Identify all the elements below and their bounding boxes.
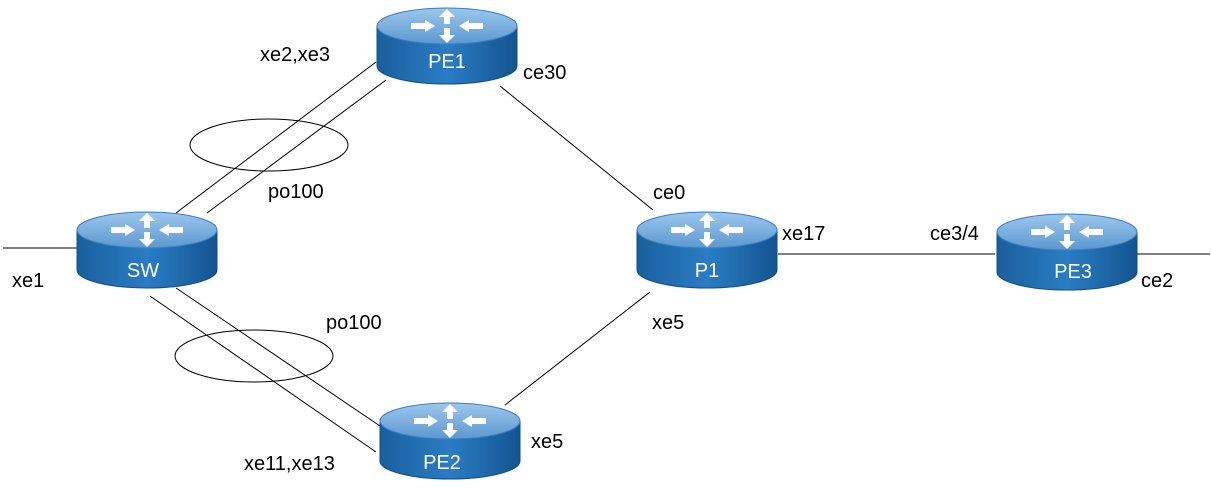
link-sw-pe1-b (206, 79, 387, 214)
link-pe2-p1 (504, 291, 651, 406)
iface-label-pe1-sw: xe2,xe3 (260, 44, 330, 66)
iface-label-pe3-edge: ce2 (1141, 270, 1173, 292)
iface-label-sw-edge: xe1 (12, 270, 44, 292)
iface-label-pe1-p1: ce30 (523, 62, 566, 84)
link-sw-pe2-a (149, 295, 377, 453)
router-pe3[interactable]: PE3 (996, 213, 1138, 291)
link-pe1-p1 (499, 85, 654, 211)
router-pe1[interactable]: PE1 (376, 7, 518, 85)
device-label-sw: SW (127, 260, 159, 282)
router-sw[interactable]: SW (76, 211, 218, 289)
router-pe2[interactable]: PE2 (379, 402, 521, 480)
links (3, 61, 1210, 453)
link-sw-pe2-b (175, 287, 381, 427)
router-p1[interactable]: P1 (636, 211, 778, 289)
iface-label-p1-pe2: xe5 (652, 312, 684, 334)
iface-label-pe2-sw: xe11,xe13 (244, 453, 335, 475)
port-channel-top-ellipse (189, 118, 349, 172)
port-channel-label-bottom: po100 (326, 312, 382, 334)
iface-label-p1-pe1: ce0 (653, 182, 685, 204)
device-label-p1: P1 (695, 260, 719, 282)
device-label-pe3: PE3 (1054, 261, 1092, 283)
iface-label-pe3-p1: ce3/4 (930, 223, 979, 245)
port-channel-bottom-ellipse (174, 329, 334, 383)
device-label-pe2: PE2 (423, 452, 461, 474)
link-sw-pe1-a (175, 61, 377, 214)
iface-label-pe2-p1: xe5 (531, 431, 563, 453)
device-label-pe1: PE1 (428, 51, 466, 73)
port-channel-label-top: po100 (268, 181, 324, 203)
iface-label-p1-pe3: xe17 (782, 223, 825, 245)
